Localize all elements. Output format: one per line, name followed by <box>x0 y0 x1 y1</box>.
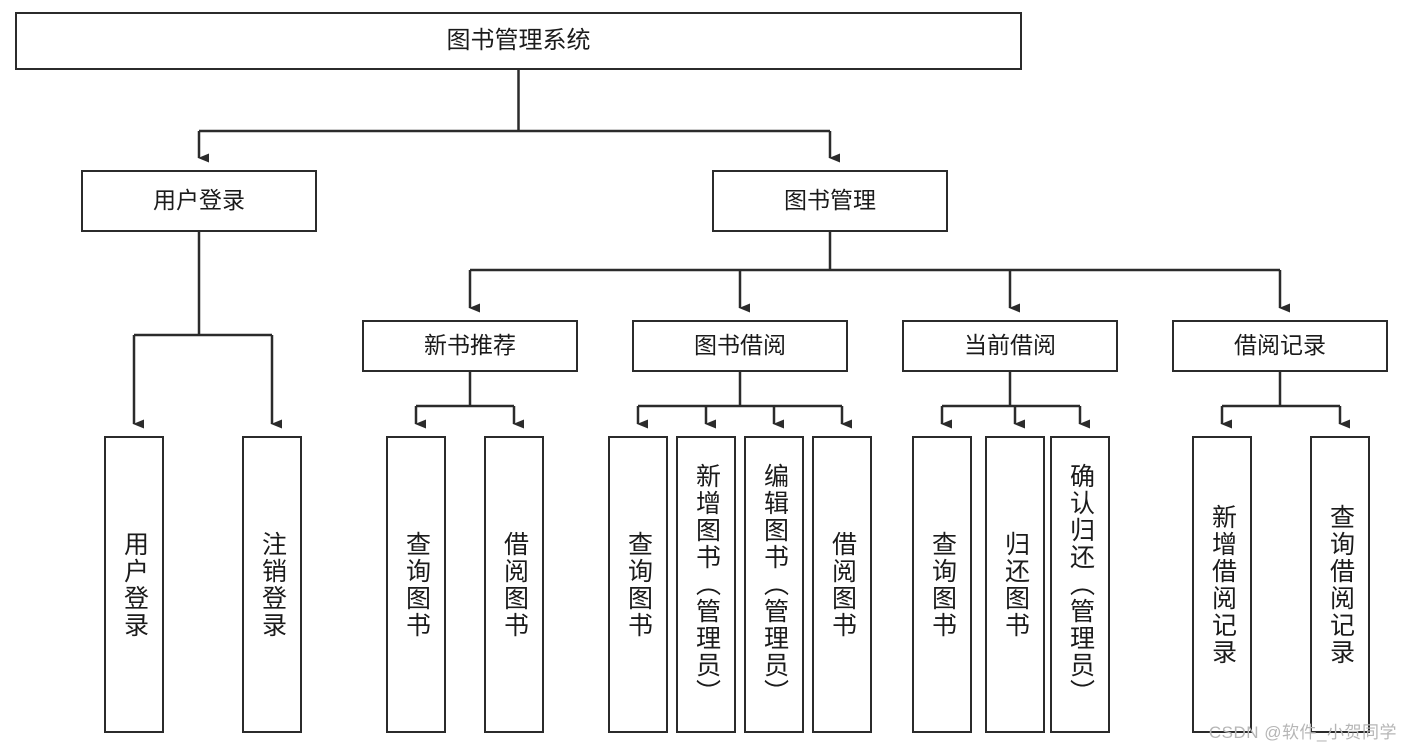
node-label: 编辑图书（管理员） <box>760 463 789 706</box>
node-leaf-rec-1[interactable]: 新增借阅记录 <box>1192 436 1252 733</box>
node-label: 图书管理 <box>784 187 876 214</box>
node-label: 新增图书（管理员） <box>692 463 721 706</box>
node-label: 借阅记录 <box>1234 332 1326 359</box>
node-leaf-new-1[interactable]: 查询图书 <box>386 436 446 733</box>
node-label: 借阅图书 <box>500 530 529 639</box>
node-leaf-borrow-4[interactable]: 借阅图书 <box>812 436 872 733</box>
watermark: CSDN @软件_小贺同学 <box>1208 723 1397 742</box>
node-label: 用户登录 <box>120 530 149 639</box>
node-root[interactable]: 图书管理系统 <box>15 12 1022 70</box>
node-leaf-login-1[interactable]: 用户登录 <box>104 436 164 733</box>
node-label: 用户登录 <box>153 187 245 214</box>
node-login[interactable]: 用户登录 <box>81 170 317 232</box>
node-label: 查询图书 <box>402 530 431 639</box>
node-label: 新书推荐 <box>424 332 516 359</box>
node-label: 确认归还（管理员） <box>1066 463 1095 706</box>
node-label: 借阅图书 <box>828 530 857 639</box>
node-label: 图书管理系统 <box>446 26 591 54</box>
node-leaf-new-2[interactable]: 借阅图书 <box>484 436 544 733</box>
node-leaf-cur-2[interactable]: 归还图书 <box>985 436 1045 733</box>
node-leaf-rec-2[interactable]: 查询借阅记录 <box>1310 436 1370 733</box>
node-label: 归还图书 <box>1001 530 1030 639</box>
node-label: 新增借阅记录 <box>1208 503 1237 666</box>
node-borrow[interactable]: 图书借阅 <box>632 320 848 372</box>
node-records[interactable]: 借阅记录 <box>1172 320 1388 372</box>
node-leaf-borrow-2[interactable]: 新增图书（管理员） <box>676 436 736 733</box>
node-leaf-cur-1[interactable]: 查询图书 <box>912 436 972 733</box>
node-leaf-login-2[interactable]: 注销登录 <box>242 436 302 733</box>
node-label: 查询图书 <box>624 530 653 639</box>
node-leaf-borrow-3[interactable]: 编辑图书（管理员） <box>744 436 804 733</box>
node-label: 注销登录 <box>258 530 287 639</box>
node-leaf-cur-3[interactable]: 确认归还（管理员） <box>1050 436 1110 733</box>
node-label: 查询图书 <box>928 530 957 639</box>
node-newbook[interactable]: 新书推荐 <box>362 320 578 372</box>
node-current[interactable]: 当前借阅 <box>902 320 1118 372</box>
node-label: 图书借阅 <box>694 332 786 359</box>
node-label: 当前借阅 <box>964 332 1056 359</box>
node-leaf-borrow-1[interactable]: 查询图书 <box>608 436 668 733</box>
node-bookmgmt[interactable]: 图书管理 <box>712 170 948 232</box>
node-label: 查询借阅记录 <box>1326 503 1355 666</box>
